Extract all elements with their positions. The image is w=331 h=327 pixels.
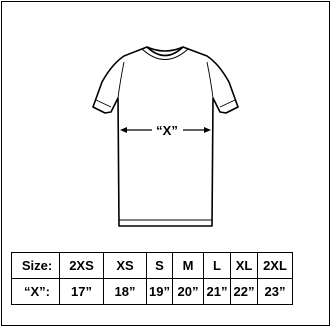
measurement-cell: 23” [258,279,293,305]
size-cell: S [147,253,173,279]
size-cell: L [204,253,231,279]
size-cell: 2XS [60,253,104,279]
measurement-header-cell: “X”: [12,279,60,305]
measurement-row: “X”: 17” 18” 19” 20” 21” 22” 23” [12,279,293,305]
size-cell: M [173,253,204,279]
size-cell: XL [231,253,258,279]
size-row: Size: 2XS XS S M L XL 2XL [12,253,293,279]
measurement-cell: 18” [104,279,147,305]
size-chart-table: Size: 2XS XS S M L XL 2XL “X”: 17” 18” 1… [11,252,293,305]
measurement-cell: 22” [231,279,258,305]
measurement-cell: 19” [147,279,173,305]
size-cell: XS [104,253,147,279]
size-cell: 2XL [258,253,293,279]
chest-measure-label: “X” [152,123,182,138]
size-header-cell: Size: [12,253,60,279]
measurement-cell: 17” [60,279,104,305]
measurement-cell: 21” [204,279,231,305]
measurement-cell: 20” [173,279,204,305]
